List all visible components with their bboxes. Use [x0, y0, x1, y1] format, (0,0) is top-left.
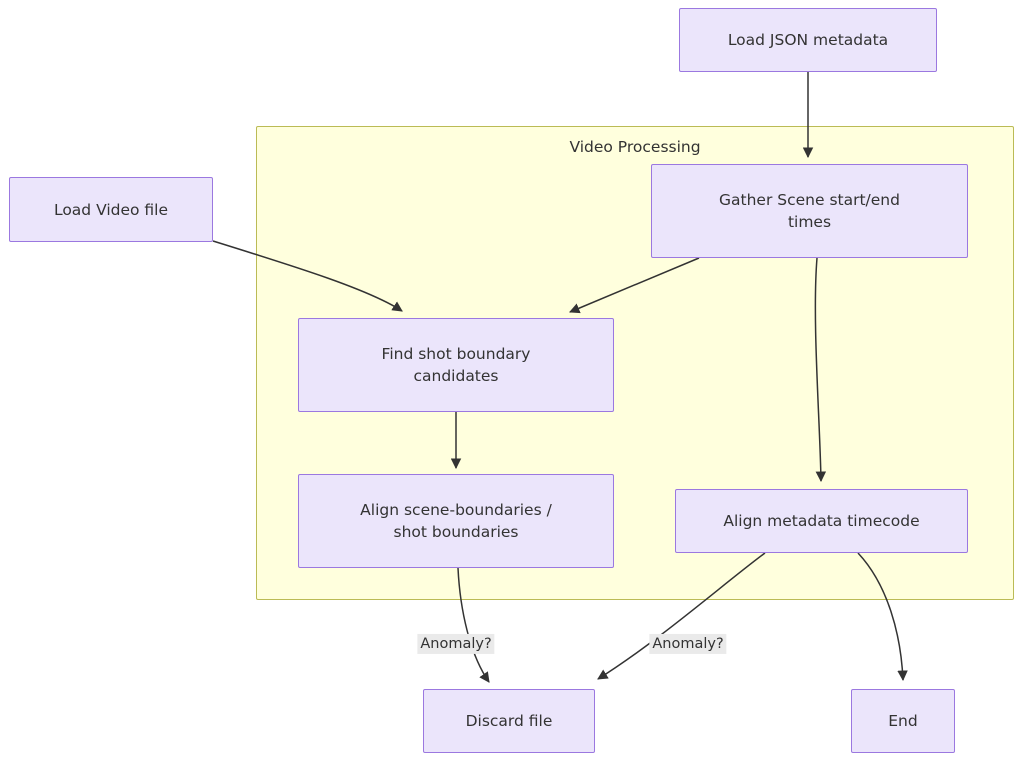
node-align-scene-shot[interactable]: Align scene-boundaries / shot boundaries	[298, 474, 614, 568]
node-label-find-shot-boundary: Find shot boundary candidates	[381, 345, 531, 385]
node-label-load-video-file: Load Video file	[53, 200, 169, 219]
node-load-video-file[interactable]: Load Video file	[9, 177, 213, 242]
node-label-end: End	[888, 712, 918, 730]
node-end[interactable]: End	[851, 689, 955, 753]
node-label-discard-file: Discard file	[465, 712, 553, 730]
edge-label-alignmeta-anomaly: Anomaly?	[649, 633, 727, 655]
cluster-label-video-processing: Video Processing	[569, 138, 701, 156]
node-label-align-scene-shot: Align scene-boundaries / shot boundaries	[360, 501, 552, 541]
node-discard-file[interactable]: Discard file	[423, 689, 595, 753]
node-gather-scene-times[interactable]: Gather Scene start/end times	[651, 164, 968, 258]
node-label-align-metadata: Align metadata timecode	[723, 512, 920, 530]
node-label-load-json-metadata: Load JSON metadata	[727, 31, 889, 49]
node-load-json-metadata[interactable]: Load JSON metadata	[679, 8, 937, 72]
edge-label-alignscene-anomaly: Anomaly?	[417, 633, 495, 655]
node-align-metadata[interactable]: Align metadata timecode	[675, 489, 968, 553]
node-find-shot-boundary[interactable]: Find shot boundary candidates	[298, 318, 614, 412]
node-label-gather-scene-times: Gather Scene start/end times	[719, 191, 900, 231]
